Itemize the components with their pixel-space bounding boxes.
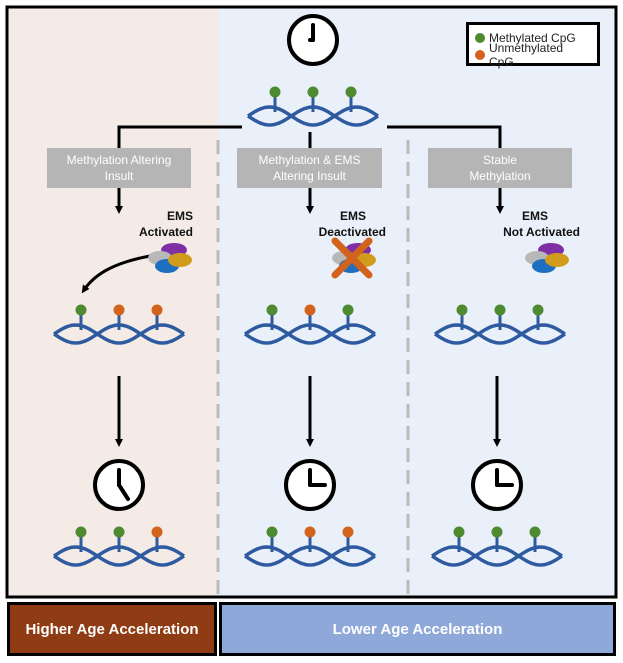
higher-age-acceleration-label: Higher Age Acceleration [25, 620, 199, 638]
dna-strand-b [53, 545, 185, 567]
methylated-cpg-icon [75, 304, 87, 316]
dna-strand-b [244, 323, 376, 345]
clock-icon-right [471, 459, 523, 511]
legend-methylated: Methylated CpG [475, 29, 591, 46]
enzyme-complex-icon-middle [331, 237, 376, 279]
methylated-cpg-icon [345, 86, 357, 98]
dna-right-mid [434, 304, 566, 345]
dna-strand-b [53, 323, 185, 345]
dna-strand-b [247, 105, 379, 127]
clock-icon-left [93, 459, 145, 511]
clock-hand-minute [117, 483, 130, 501]
dna-strand-b [244, 545, 376, 567]
enzyme-gold [545, 253, 569, 267]
methylated-cpg-icon [453, 526, 465, 538]
ems-label-middle-line1: EMS [339, 209, 366, 223]
clocks [93, 14, 523, 511]
unmethylated-cpg-icon [304, 304, 316, 316]
clock-icon-top [287, 14, 339, 66]
legend: Methylated CpG Unmethylated CpG [466, 22, 600, 69]
dna-middle-bottom [244, 526, 376, 567]
legend-methylated-label: Methylated CpG [489, 30, 576, 45]
methylated-cpg-icon [494, 304, 506, 316]
enzyme-complex-icon-left [148, 243, 192, 273]
methylated-cpg-icon [456, 304, 468, 316]
ems-label-right-line1: EMS [521, 209, 548, 223]
legend-unmethylated-label: Unmethylated CpG [489, 40, 564, 69]
methylated-cpg-icon [266, 304, 278, 316]
dna-strand-b [431, 545, 563, 567]
methylated-cpg-icon [491, 526, 503, 538]
lower-age-acceleration-label: Lower Age Acceleration [332, 620, 503, 638]
ems-label-middle-line2: Deactivated [318, 225, 386, 239]
methylated-cpg-icon [266, 526, 278, 538]
cross-icon [331, 237, 373, 279]
methylated-cpg-icon [113, 526, 125, 538]
insult-box-left: Methylation Altering Insult [47, 148, 191, 188]
insult-box-middle: Methylation & EMS Altering Insult [237, 148, 382, 188]
unmethylated-dot-icon [475, 49, 485, 60]
ems-label-middle: EMS Deactivated [296, 208, 386, 240]
ems-label-left-line2: Activated [138, 225, 193, 239]
dna-middle-mid [244, 304, 376, 345]
methylated-cpg-icon [269, 86, 281, 98]
dna-strands [53, 86, 566, 567]
enzyme-complex-icon-right [525, 243, 569, 273]
methylated-cpg-icon [529, 526, 541, 538]
methylated-dot-icon [475, 32, 485, 43]
unmethylated-cpg-icon [151, 526, 163, 538]
methylated-cpg-icon [75, 526, 87, 538]
ems-label-right-line2: Not Activated [503, 225, 580, 239]
main-frame [5, 5, 618, 599]
methylated-cpg-icon [342, 304, 354, 316]
insult-label-right: Stable Methylation [469, 153, 531, 183]
unmethylated-cpg-icon [151, 304, 163, 316]
dna-right-bottom [431, 526, 563, 567]
enzyme-gold [168, 253, 192, 267]
right-panel [218, 7, 616, 597]
curved-arrow-left [81, 254, 151, 294]
legend-unmethylated: Unmethylated CpG [475, 41, 591, 69]
methylated-cpg-icon [307, 86, 319, 98]
dna-top [247, 86, 379, 127]
insult-label-middle: Methylation & EMS Altering Insult [258, 153, 361, 183]
lower-age-acceleration-box: Lower Age Acceleration [219, 602, 616, 656]
unmethylated-cpg-icon [113, 304, 125, 316]
ems-label-left: EMS Activated [120, 208, 193, 240]
enzymes [148, 237, 569, 279]
clock-icon-middle [284, 459, 336, 511]
dna-left-bottom [53, 526, 185, 567]
dna-left-mid [53, 304, 185, 345]
methylated-cpg-icon [532, 304, 544, 316]
unmethylated-cpg-icon [342, 526, 354, 538]
insult-label-left: Methylation Altering Insult [66, 153, 172, 183]
ems-label-right: EMS Not Activated [488, 208, 580, 240]
higher-age-acceleration-box: Higher Age Acceleration [7, 602, 217, 656]
insult-box-right: Stable Methylation [428, 148, 572, 188]
unmethylated-cpg-icon [304, 526, 316, 538]
dna-strand-b [434, 323, 566, 345]
ems-label-left-line1: EMS [166, 209, 193, 223]
